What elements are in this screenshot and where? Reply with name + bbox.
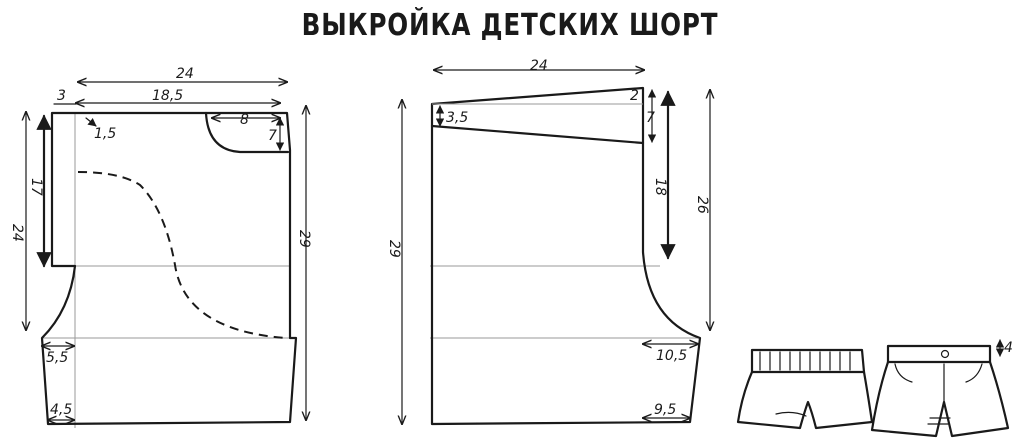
page-title: ВЫКРОЙКА ДЕТСКИХ ШОРТ [301,8,719,43]
jeans-frayed-lines [927,417,951,425]
waistband-height-label: 4 [1004,340,1013,356]
elastic-gathers [759,351,851,371]
back-waist-raise-label: 2 [630,88,639,104]
front-piece: 24 18,5 3 1,5 8 7 17 24 29 [9,66,312,428]
front-pocket-width-label: 8 [240,112,249,128]
front-pocket-curve [204,111,290,154]
elastic-waistband [750,348,866,374]
elastic-shorts-body [736,370,874,430]
back-yoke-right-label: 7 [646,110,655,126]
front-side-label: 29 [296,230,312,248]
front-waist-dim-label: 18,5 [152,88,183,104]
back-rise-label: 18 [652,178,668,196]
back-side-label: 29 [386,240,402,258]
front-corner-offset-label: 3 [57,88,66,104]
front-corner-step-label: 1,5 [94,126,116,142]
sketch-jeans-shorts: 4 [870,339,1013,438]
jeans-pockets [894,363,983,383]
front-inner-height-label: 24 [9,224,25,242]
back-outline [430,86,702,426]
front-dashed-seam [77,171,286,339]
sketch-elastic-shorts [736,348,874,430]
back-yoke-left-label: 3,5 [446,110,468,126]
front-top-dim-label: 24 [176,66,194,82]
back-piece: 24 2 3,5 7 18 26 29 10,5 9,5 [386,58,710,426]
front-crotch-ext-label: 5,5 [46,350,68,366]
front-rise-label: 17 [28,178,44,196]
front-hem-ext-label: 4,5 [50,402,72,418]
back-hem-ext-label: 9,5 [654,402,676,418]
back-crotch-ext-label: 10,5 [656,348,687,364]
back-yoke-line [430,124,645,145]
back-top-dim-label: 24 [530,58,548,74]
jeans-waistband [886,344,992,364]
front-corner-step-arrow [85,117,97,127]
elastic-shorts-crease [775,411,807,417]
front-outline [40,111,298,426]
jeans-shorts-body [870,360,1010,438]
back-total-height-label: 26 [694,196,710,214]
front-pocket-depth-label: 7 [268,128,277,144]
jeans-button-icon [940,349,950,359]
